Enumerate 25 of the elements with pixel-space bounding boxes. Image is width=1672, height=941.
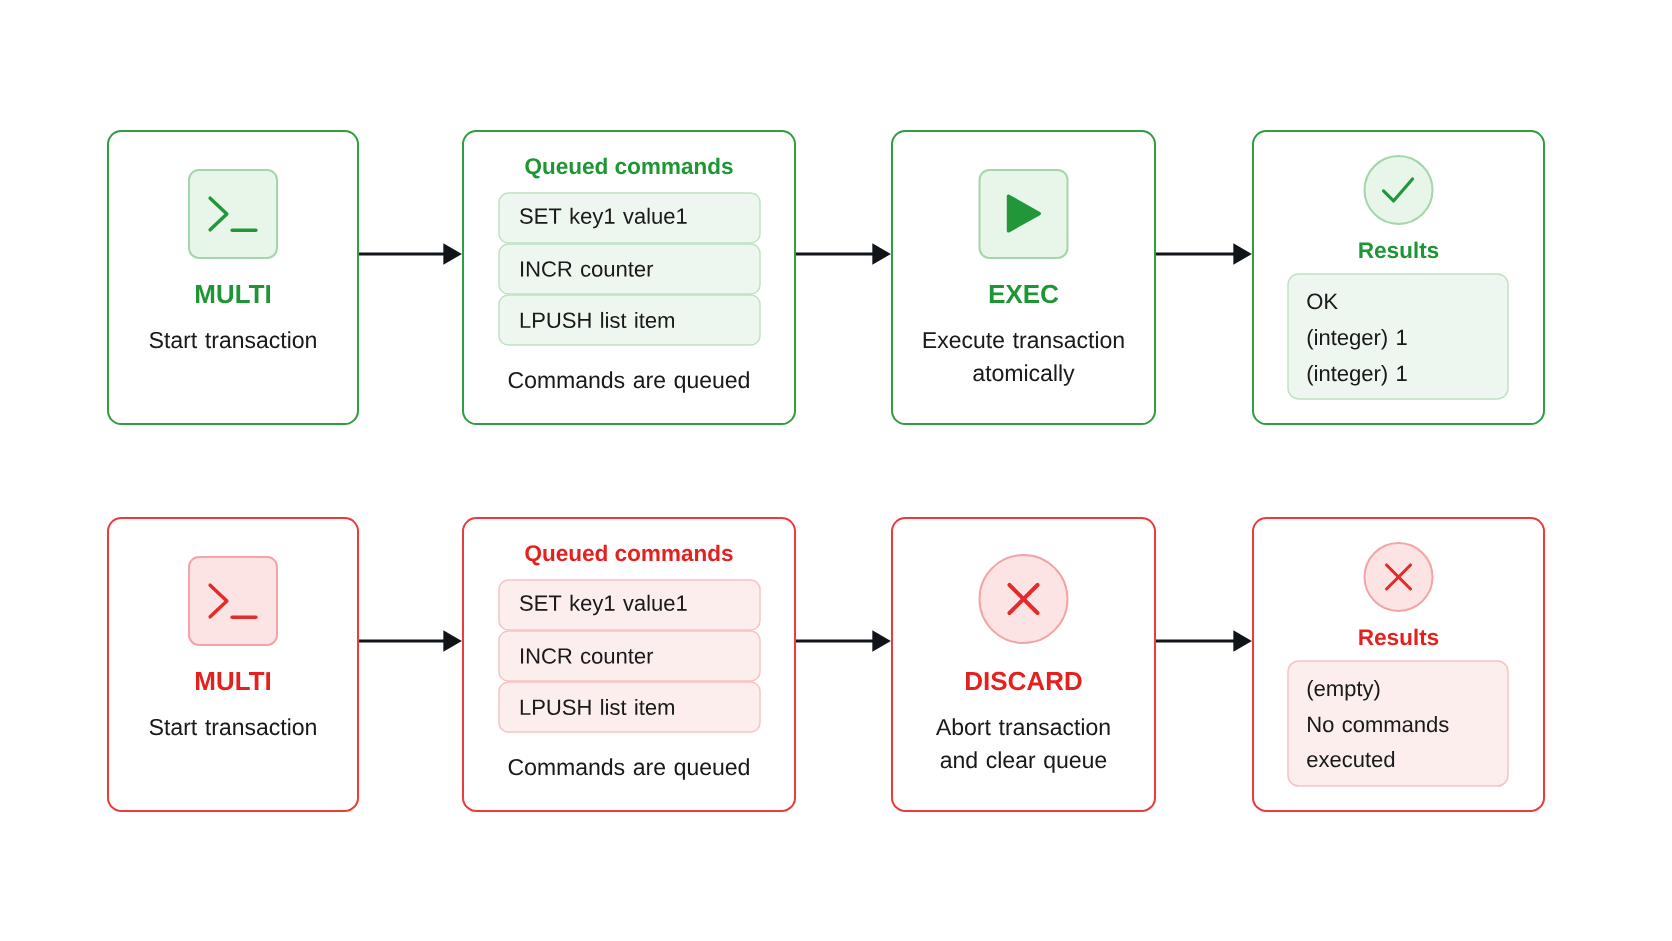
result-line: (empty) <box>1307 680 1380 701</box>
caption-text: Commands are queued <box>508 371 749 393</box>
result-line: No commands executed <box>1307 716 1449 768</box>
step-title: EXEC <box>989 284 1059 304</box>
command-row: SET key1 value1 <box>498 579 761 631</box>
section-heading: Queued commands <box>525 157 733 179</box>
result-line: OK <box>1307 293 1338 310</box>
step-description: Execute transaction atomically <box>923 331 1124 386</box>
section-heading: Queued commands <box>525 544 733 566</box>
caption-text: Commands are queued <box>508 758 749 780</box>
section-heading: Results <box>1359 628 1439 646</box>
section-heading: Results <box>1359 241 1439 259</box>
command-row: INCR counter <box>498 630 761 682</box>
command-row: LPUSH list item <box>498 681 761 733</box>
command-row: LPUSH list item <box>498 294 761 346</box>
step-description: Start transaction <box>149 331 316 349</box>
step-description: Abort transaction and clear queue <box>935 718 1110 773</box>
command-row: INCR counter <box>498 243 761 295</box>
step-title: DISCARD <box>966 671 1082 691</box>
result-line: (integer) 1 <box>1307 329 1407 350</box>
step-title: MULTI <box>196 672 270 691</box>
result-line: (integer) 1 <box>1307 365 1407 386</box>
step-title: MULTI <box>196 285 270 304</box>
step-description: Start transaction <box>149 718 316 736</box>
command-row: SET key1 value1 <box>498 192 761 244</box>
